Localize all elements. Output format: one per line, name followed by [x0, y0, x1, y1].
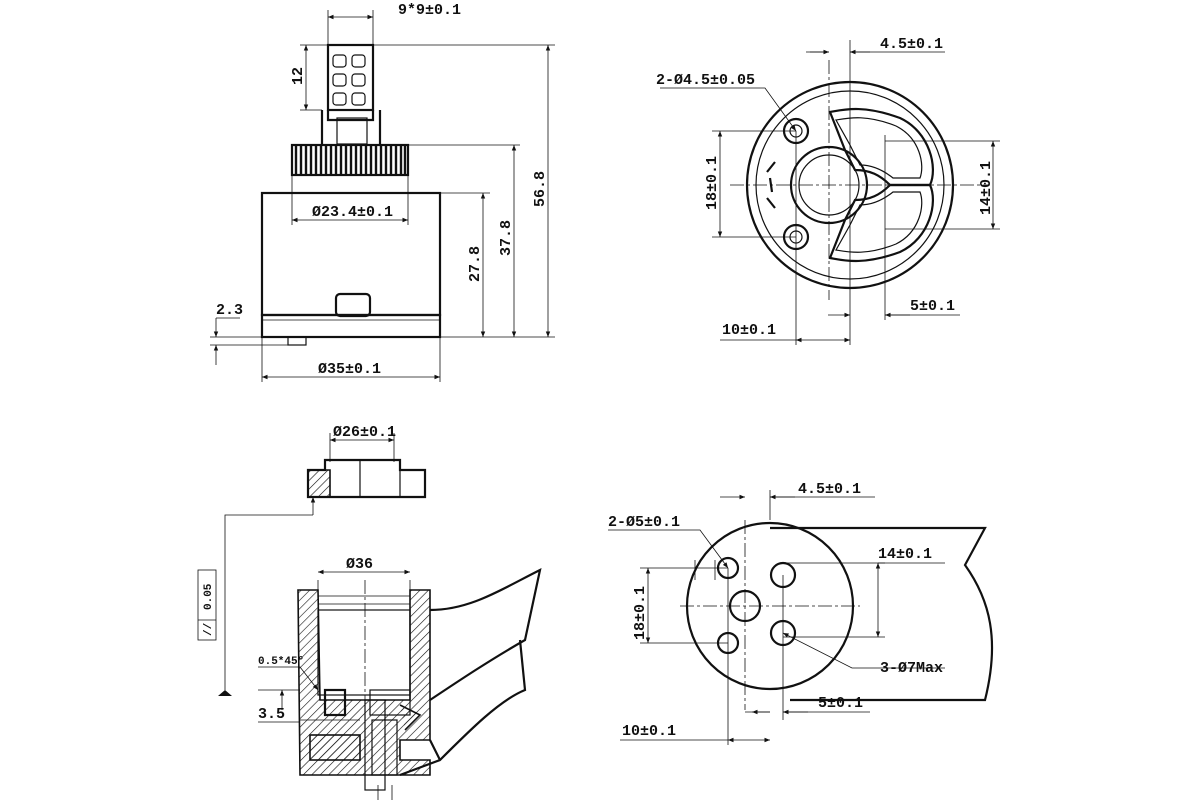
dim-width-seat: 10±0.1 — [622, 723, 676, 740]
dim-left-seat: 18±0.1 — [632, 586, 649, 640]
seat-view: 4.5±0.1 2-Ø5±0.1 14±0.1 18±0.1 3-Ø7Max 5… — [608, 481, 994, 745]
dim-top-height: 37.8 — [498, 220, 515, 256]
dim-base: 2.3 — [216, 302, 243, 319]
knurl — [290, 143, 410, 177]
dim-ports-seat: 3-Ø7Max — [880, 660, 943, 677]
dim-stem-height: 12 — [290, 67, 307, 85]
dim-gap: 5±0.1 — [910, 298, 955, 315]
dim-width: 10±0.1 — [722, 322, 776, 339]
dim-body-dia: Ø35±0.1 — [318, 361, 381, 378]
stem — [326, 43, 375, 112]
top-view: 4.5±0.1 2-Ø4.5±0.05 18±0.1 14±0.1 5±0.1 … — [656, 36, 1000, 345]
stem-grid — [332, 54, 366, 106]
dim-height-left: 18±0.1 — [704, 156, 721, 210]
port-lower — [828, 183, 934, 263]
dim-ring: Ø26±0.1 — [333, 424, 396, 441]
section-view: Ø26±0.1 0.05 // Ø36 0.5*45° 3.5 — [197, 424, 542, 800]
dim-knurl-dia: Ø23.4±0.1 — [312, 204, 393, 221]
dim-holes: 2-Ø4.5±0.05 — [656, 72, 755, 89]
dim-chamfer: 0.5*45° — [258, 656, 304, 668]
port-upper — [828, 107, 934, 187]
dim-stem-width: 9*9±0.1 — [398, 2, 461, 19]
dim-holes-seat: 2-Ø5±0.1 — [608, 514, 680, 531]
dim-step: 3.5 — [258, 706, 285, 723]
seat-outline — [770, 526, 994, 702]
dim-total-height: 56.8 — [532, 171, 549, 207]
dim-body-height: 27.8 — [467, 246, 484, 282]
dim-right-seat: 14±0.1 — [878, 546, 932, 563]
dim-parallel: 0.05 — [203, 583, 215, 610]
dim-height-right: 14±0.1 — [978, 161, 995, 215]
side-view: 9*9±0.1 12 56.8 37.8 27.8 Ø23.4±0.1 Ø35±… — [210, 2, 555, 382]
dim-offset-seat: 4.5±0.1 — [798, 481, 861, 498]
svg-text://: // — [203, 622, 215, 636]
dim-gap-seat: 5±0.1 — [818, 695, 863, 712]
dim-offset: 4.5±0.1 — [880, 36, 943, 53]
dim-bore: Ø36 — [346, 556, 373, 573]
